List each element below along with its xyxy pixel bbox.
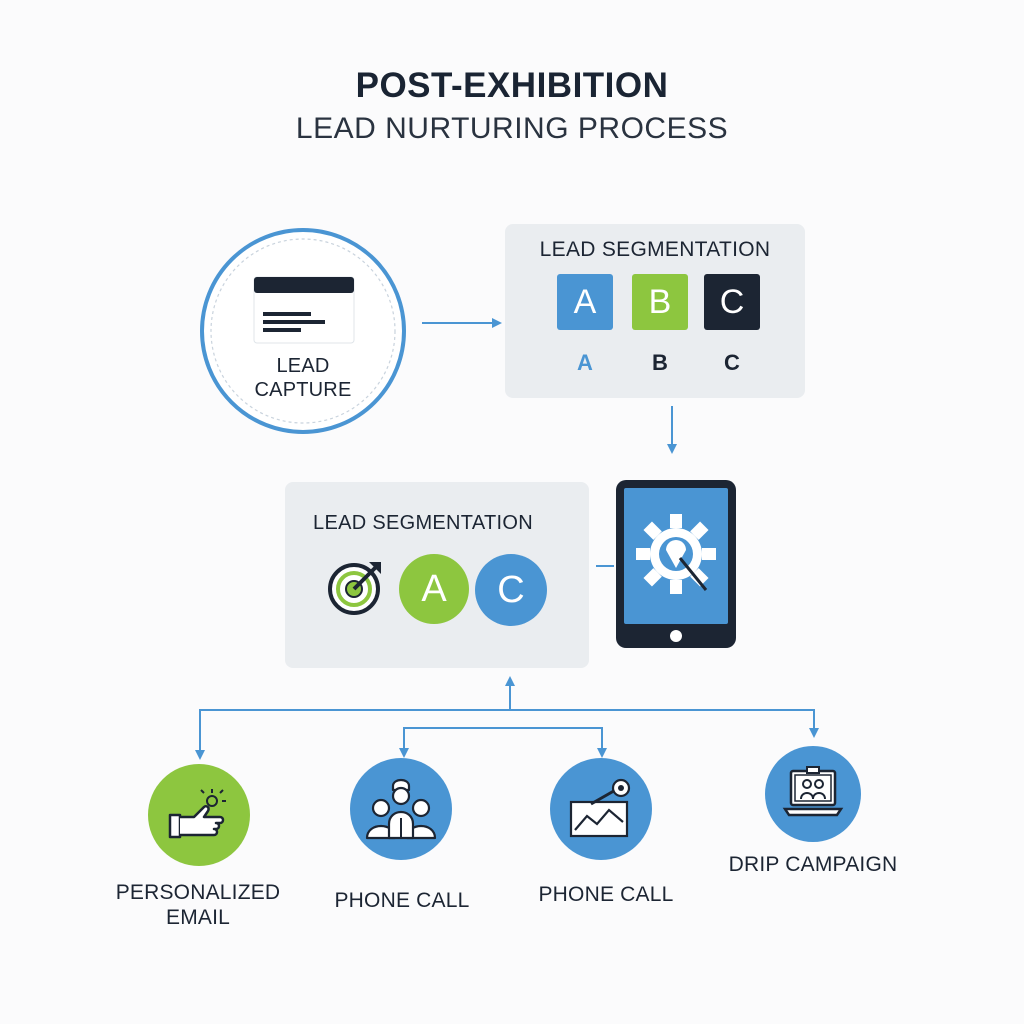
segmentation-panel-top: LEAD SEGMENTATION A B C A B C	[505, 224, 805, 398]
branch-outer	[199, 709, 815, 752]
hand-click-icon	[168, 789, 226, 839]
lead-capture-label-2: CAPTURE	[254, 379, 352, 401]
segmentation-mid-title: LEAD SEGMENTATION	[313, 512, 533, 534]
segment-letter-c: C	[724, 350, 740, 375]
target-icon	[328, 562, 381, 615]
channel-email-node	[148, 764, 250, 866]
laptop-users-icon	[782, 766, 844, 817]
segment-tile-c: C	[704, 274, 760, 330]
segment-tile-b: B	[632, 274, 688, 330]
analytics-pointer-icon	[569, 778, 631, 838]
channel-drip-campaign-node	[765, 746, 861, 842]
page-subtitle: LEAD NURTURING PROCESS	[295, 112, 729, 145]
lead-capture-node: LEAD CAPTURE	[198, 226, 408, 436]
segment-badge-a: A	[399, 554, 469, 624]
segment-letter-b: B	[652, 350, 668, 375]
segment-badge-c: C	[475, 554, 547, 626]
tablet-automation-icon	[616, 480, 736, 648]
page-title: POST-EXHIBITION	[355, 66, 669, 105]
channel-email-label-1: PERSONALIZED	[115, 881, 281, 904]
channel-phone-call-2-label: PHONE CALL	[538, 883, 674, 906]
segment-tile-a: A	[557, 274, 613, 330]
id-card-icon	[253, 276, 355, 344]
lead-capture-label-1: LEAD	[276, 355, 330, 377]
channel-email-label-2: EMAIL	[165, 906, 231, 929]
channel-drip-campaign-label: DRIP CAMPAIGN	[728, 853, 898, 876]
segment-letter-a: A	[577, 350, 593, 375]
team-meeting-icon	[365, 778, 437, 840]
branch-inner	[403, 727, 603, 748]
segmentation-panel-mid: LEAD SEGMENTATION A C	[285, 482, 589, 668]
channel-phone-call-1-label: PHONE CALL	[334, 889, 470, 912]
segmentation-top-title: LEAD SEGMENTATION	[539, 238, 771, 261]
channel-phone-call-1-node	[350, 758, 452, 860]
channel-phone-call-2-node	[550, 758, 652, 860]
